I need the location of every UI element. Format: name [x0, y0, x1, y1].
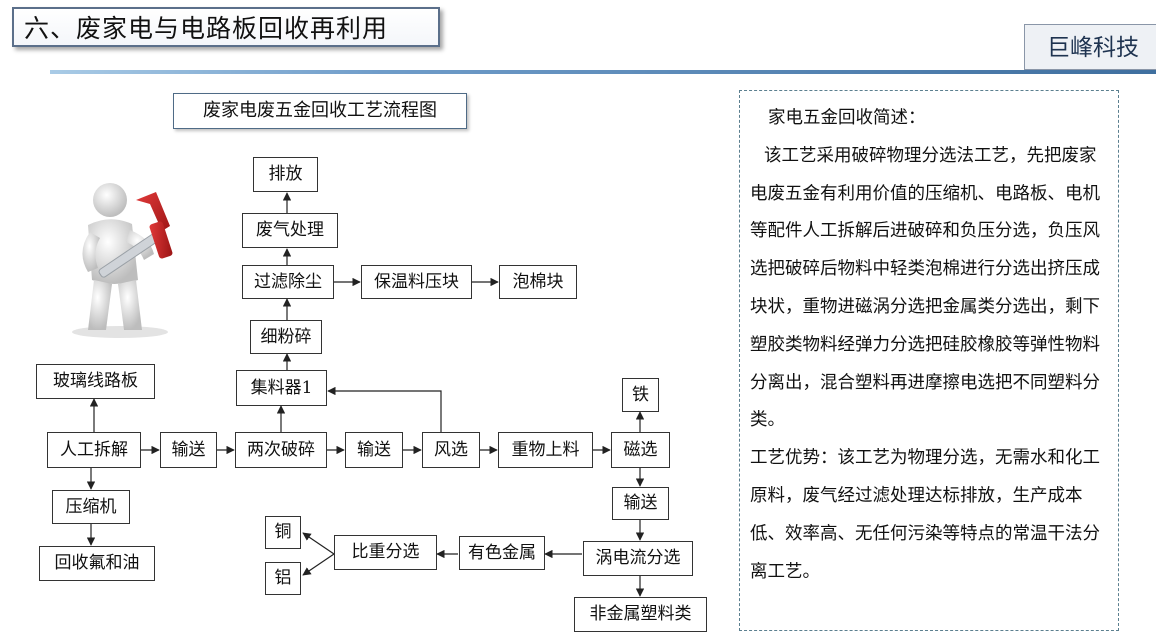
node-gas-treatment: 废气处理: [242, 213, 338, 248]
flowchart-title: 废家电废五金回收工艺流程图: [173, 93, 467, 129]
node-eddy-current: 涡电流分选: [583, 541, 693, 576]
node-nonmetal-plastic: 非金属塑料类: [574, 597, 707, 632]
summary-paragraph-process: 该工艺采用破碎物理分选法工艺，先把废家电废五金有利用价值的压缩机、电路板、电机等…: [750, 145, 1100, 431]
node-iron: 铁: [622, 378, 659, 412]
node-heavy-feed: 重物上料: [498, 432, 593, 468]
worker-with-wrench-illustration: [58, 180, 208, 340]
node-wind-select: 风选: [422, 432, 480, 468]
node-filter-dust: 过滤除尘: [242, 265, 334, 299]
node-foam-block: 泡棉块: [499, 265, 577, 299]
brand-label: 巨峰科技: [1024, 24, 1156, 70]
node-gravity-separation: 比重分选: [334, 535, 437, 570]
node-collector: 集料器1: [236, 370, 327, 406]
node-nonferrous-metal: 有色金属: [459, 536, 545, 570]
summary-paragraph-advantages: 工艺优势：该工艺为物理分选，无需水和化工原料，废气经过滤处理达标排放，生产成本低…: [750, 448, 1100, 582]
node-copper: 铜: [265, 516, 301, 549]
slide-title: 六、废家电与电路板回收再利用: [12, 7, 440, 47]
node-glass-board: 玻璃线路板: [36, 364, 155, 399]
node-fine-crush: 细粉碎: [250, 320, 322, 354]
node-convey-3: 输送: [612, 487, 669, 520]
node-manual-dismantle: 人工拆解: [47, 432, 141, 468]
node-convey-1: 输送: [160, 432, 217, 468]
node-convey-2: 输送: [345, 432, 403, 468]
node-aluminum: 铝: [265, 562, 301, 595]
node-compressor: 压缩机: [52, 490, 130, 524]
node-double-crush: 两次破碎: [235, 432, 327, 468]
header-rule: [50, 70, 1156, 74]
node-magnetic: 磁选: [611, 432, 670, 468]
node-freon-oil: 回收氟和油: [39, 546, 155, 581]
node-exhaust: 排放: [253, 157, 318, 192]
summary-heading: 家电五金回收简述：: [768, 108, 926, 128]
summary-panel: 家电五金回收简述： 该工艺采用破碎物理分选法工艺，先把废家电废五金有利用价值的压…: [739, 90, 1119, 631]
node-insulation-block: 保温料压块: [361, 265, 472, 299]
